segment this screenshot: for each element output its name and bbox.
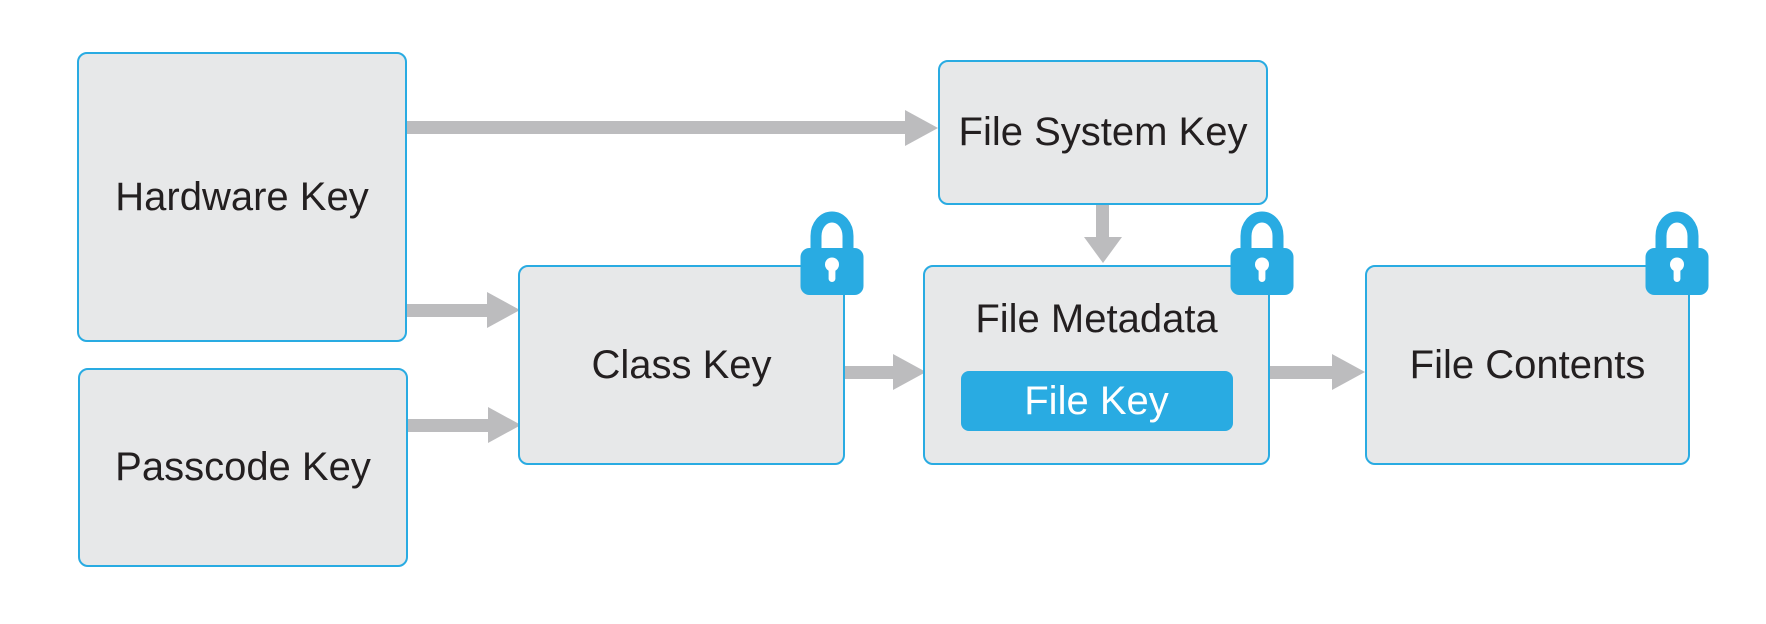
node-file-metadata-label-area: File Metadata (975, 267, 1217, 371)
lock-keyhole (1670, 257, 1684, 272)
node-file-metadata: File Metadata File Key (923, 265, 1270, 465)
arrowhead-hardware-to-class (487, 292, 520, 328)
arrow-hardware-to-filesystem (407, 121, 905, 134)
lock-icon (1230, 211, 1294, 295)
lock-keyhole (825, 257, 839, 272)
node-hardware-key: Hardware Key (77, 52, 407, 342)
lock-icon (800, 211, 864, 295)
arrow-metadata-to-contents (1270, 366, 1332, 379)
node-passcode-key-label: Passcode Key (115, 445, 371, 489)
lock-icon (1645, 211, 1709, 295)
node-class-key: Class Key (518, 265, 845, 465)
lock-keyhole-stem (828, 266, 836, 282)
arrow-class-to-metadata (845, 366, 893, 379)
arrowhead-filesystem-to-metadata (1084, 237, 1122, 263)
node-passcode-key: Passcode Key (78, 368, 408, 567)
arrowhead-hardware-to-filesystem (905, 110, 938, 146)
arrow-passcode-to-class (408, 419, 488, 432)
arrowhead-class-to-metadata (893, 354, 926, 390)
node-class-key-label: Class Key (591, 342, 772, 387)
node-hardware-key-label: Hardware Key (115, 174, 369, 219)
lock-keyhole (1255, 257, 1269, 272)
lock-shackle (1240, 211, 1284, 254)
arrow-hardware-to-class (407, 304, 487, 317)
lock-shackle (810, 211, 854, 254)
lock-keyhole-stem (1258, 266, 1266, 282)
node-file-contents-label: File Contents (1409, 342, 1646, 387)
arrowhead-metadata-to-contents (1332, 354, 1365, 390)
arrowhead-passcode-to-class (488, 407, 521, 443)
node-file-metadata-label: File Metadata (975, 296, 1218, 341)
node-file-system-key-label: File System Key (958, 110, 1248, 154)
lock-keyhole-stem (1673, 266, 1681, 282)
node-file-system-key: File System Key (938, 60, 1268, 205)
node-file-contents: File Contents (1365, 265, 1690, 465)
lock-shackle (1655, 211, 1699, 254)
arrow-filesystem-to-metadata (1096, 205, 1109, 238)
file-key-chip-label: File Key (1024, 378, 1169, 423)
file-key-chip: File Key (960, 371, 1233, 431)
